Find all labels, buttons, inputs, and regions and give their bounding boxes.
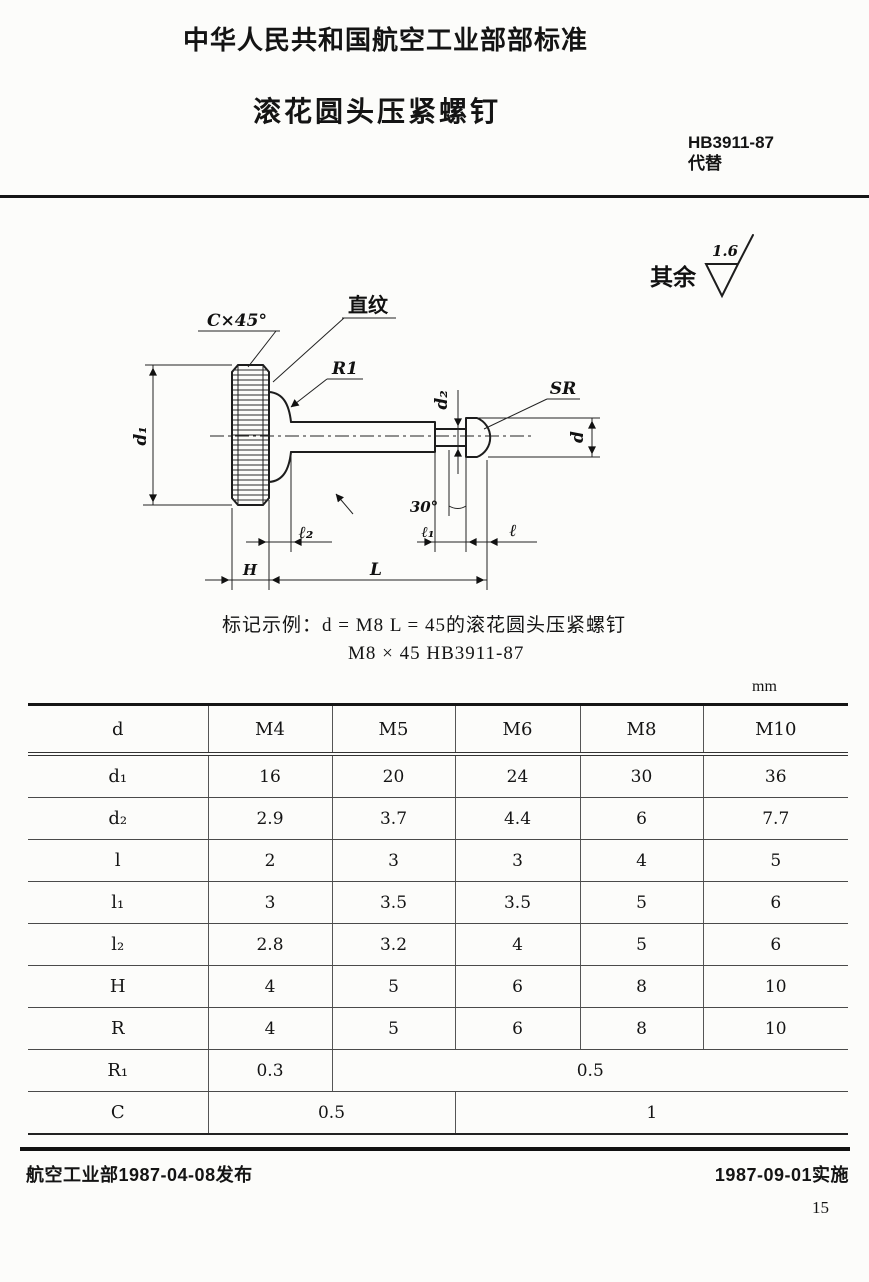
table-cell: 2.8 <box>207 923 333 966</box>
table-cell: 5 <box>702 839 848 882</box>
surface-roughness-symbol: 其余 1.6 <box>650 234 754 299</box>
row-label: R <box>28 1007 209 1050</box>
unit-label: mm <box>752 678 777 695</box>
l-label: ℓ <box>509 521 516 541</box>
table-cell-merged: 0.5 <box>207 1091 456 1135</box>
table-cell: 5 <box>579 923 704 966</box>
header-divider <box>0 195 869 198</box>
standard-number: HB3911-87 <box>688 133 775 152</box>
table-cell: 3.5 <box>454 881 581 924</box>
table-cell: 5 <box>331 1007 456 1050</box>
table-cell: 6 <box>454 965 581 1008</box>
table-row-r1: R₁ 0.3 0.5 <box>28 1049 848 1092</box>
leader-lines <box>198 317 580 430</box>
roughness-scope-label: 其余 <box>650 264 697 290</box>
footer-divider <box>20 1147 850 1151</box>
table-cell: 0.3 <box>207 1049 333 1092</box>
table-cell: 6 <box>579 797 704 840</box>
table-header-cell: d <box>28 704 209 756</box>
table-cell: 6 <box>454 1007 581 1050</box>
neck-diameter-label: d₂ <box>432 390 452 409</box>
chamfer-label: C×45° <box>207 311 267 331</box>
table-cell-merged: 1 <box>454 1091 848 1135</box>
table-cell: 30 <box>579 753 704 798</box>
marking-example-line1: 标记示例：d = M8 L = 45的滚花圆头压紧螺钉 <box>222 615 626 636</box>
tip-radius-label: SR <box>550 379 576 399</box>
table-header-cell: M8 <box>579 704 704 756</box>
neck-angle-label: 30° <box>410 498 438 516</box>
screw-outline <box>210 364 535 506</box>
table-cell: 3 <box>207 881 333 924</box>
roughness-value: 1.6 <box>712 242 739 260</box>
marking-example-line2: M8 × 45 HB3911-87 <box>348 643 525 664</box>
dimension-lines <box>143 364 600 590</box>
table-header-cell: M10 <box>702 704 848 756</box>
length-label: L <box>369 560 382 580</box>
table-cell: 3 <box>331 839 456 882</box>
table-cell: 10 <box>702 965 848 1008</box>
row-label: C <box>28 1091 209 1135</box>
table-cell: 3.5 <box>331 881 456 924</box>
fillet-radius-label: R1 <box>331 359 358 379</box>
table-cell: 24 <box>454 753 581 798</box>
table-header-cell: M5 <box>331 704 456 756</box>
table-cell: 8 <box>579 965 704 1008</box>
table-row: l 2 3 3 4 5 <box>28 839 848 882</box>
table-cell: 3 <box>454 839 581 882</box>
table-cell: 10 <box>702 1007 848 1050</box>
row-label: R₁ <box>28 1049 209 1092</box>
table-cell: 7.7 <box>702 797 848 840</box>
standard-header: 中华人民共和国航空工业部部标准 <box>183 25 589 55</box>
table-row-c: C 0.5 1 <box>28 1091 848 1135</box>
table-header-cell: M6 <box>454 704 581 756</box>
table-cell: 8 <box>579 1007 704 1050</box>
table-header-cell: M4 <box>207 704 333 756</box>
footer-issued: 航空工业部1987-04-08发布 <box>26 1165 253 1185</box>
table-cell: 6 <box>702 923 848 966</box>
table-cell: 4 <box>207 965 333 1008</box>
row-label: l₁ <box>28 881 209 924</box>
dimension-table: d M4 M5 M6 M8 M10 d₁ 16 20 24 30 36 d₂ 2… <box>28 703 848 1135</box>
replaces-label: 代替 <box>688 154 722 173</box>
row-label: H <box>28 965 209 1008</box>
table-cell: 4.4 <box>454 797 581 840</box>
table-cell: 5 <box>579 881 704 924</box>
table-cell: 2 <box>207 839 333 882</box>
table-cell-merged: 0.5 <box>331 1049 848 1092</box>
table-row: d₂ 2.9 3.7 4.4 6 7.7 <box>28 797 848 840</box>
table-cell: 6 <box>702 881 848 924</box>
page-title: 滚花圆头压紧螺钉 <box>253 96 502 127</box>
head-diameter-label: d₁ <box>131 426 151 445</box>
l1-label: ℓ₁ <box>422 523 435 541</box>
table-cell: 16 <box>207 753 333 798</box>
standard-number-block: HB3911-87 代替 <box>688 132 774 174</box>
table-header-row: d M4 M5 M6 M8 M10 <box>28 704 848 756</box>
l2-label: ℓ₂ <box>299 523 314 543</box>
table-row: R 4 5 6 8 10 <box>28 1007 848 1050</box>
table-row: d₁ 16 20 24 30 36 <box>28 753 848 798</box>
table-cell: 4 <box>579 839 704 882</box>
row-label: l <box>28 839 209 882</box>
table-cell: 20 <box>331 753 456 798</box>
row-label: d₂ <box>28 797 209 840</box>
footer-effective: 1987-09-01实施 <box>714 1165 849 1185</box>
table-row: l₂ 2.8 3.2 4 5 6 <box>28 923 848 966</box>
thread-diameter-label: d <box>568 431 588 443</box>
table-cell: 5 <box>331 965 456 1008</box>
table-cell: 2.9 <box>207 797 333 840</box>
table-cell: 3.7 <box>331 797 456 840</box>
table-row: l₁ 3 3.5 3.5 5 6 <box>28 881 848 924</box>
head-height-label: H <box>242 561 258 579</box>
knurl-type-label: 直纹 <box>348 293 389 317</box>
table-cell: 4 <box>207 1007 333 1050</box>
row-label: d₁ <box>28 753 209 798</box>
row-label: l₂ <box>28 923 209 966</box>
table-cell: 3.2 <box>331 923 456 966</box>
table-row: H 4 5 6 8 10 <box>28 965 848 1008</box>
table-cell: 4 <box>454 923 581 966</box>
table-cell: 36 <box>702 753 848 798</box>
page-number: 15 <box>812 1198 829 1217</box>
